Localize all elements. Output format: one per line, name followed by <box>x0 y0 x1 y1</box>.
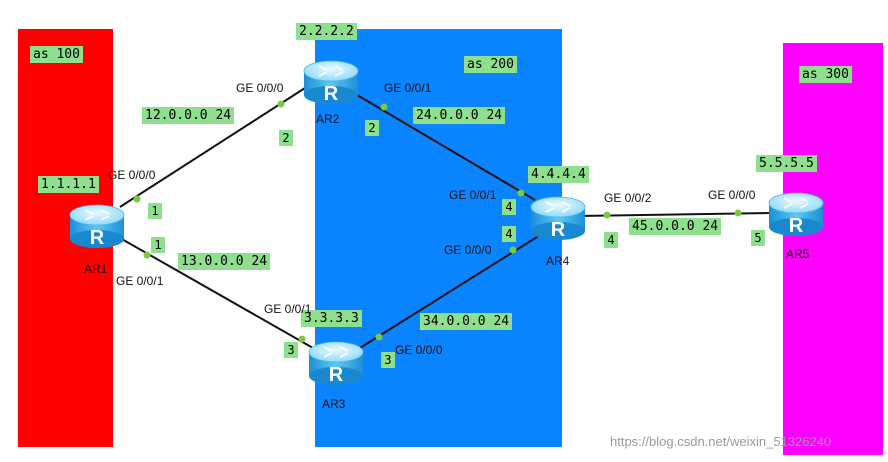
port-dot-ar2-ge001 <box>380 103 388 111</box>
router-ar3-loopback: 3.3.3.3 <box>301 310 362 327</box>
ar2-ge000-host-number: 2 <box>279 130 293 146</box>
router-ar2-letter: R <box>324 83 339 105</box>
link-ar1-ar2-subnet: 12.0.0.0 24 <box>142 107 235 124</box>
router-ar1-letter: R <box>90 227 105 249</box>
ar2-ge001-host-number: 2 <box>365 120 379 136</box>
ar5-ge000-host-number: 5 <box>751 230 765 246</box>
ar4-ge001-host-number: 4 <box>502 199 516 215</box>
router-ar5-letter: R <box>789 215 804 237</box>
port-dot-ar5-ge000 <box>734 209 742 217</box>
port-dot-ar4-ge000 <box>509 246 517 254</box>
port-dot-ar1-ge000 <box>133 195 141 203</box>
router-ar4-letter: R <box>551 219 566 241</box>
as300-region <box>783 43 883 455</box>
port-dot-ar4-ge001 <box>517 189 525 197</box>
router-ar4-name: AR4 <box>546 254 570 268</box>
link-ar1-ar2 <box>119 87 306 208</box>
router-ar5-loopback: 5.5.5.5 <box>756 155 817 172</box>
port-dot-ar3-ge000 <box>375 333 383 341</box>
ar4-ge002-host-number: 4 <box>604 232 618 248</box>
ar1-port-ge001-label: GE 0/0/1 <box>116 274 164 288</box>
router-ar5-name: AR5 <box>786 247 810 261</box>
ar2-port-ge000-label: GE 0/0/0 <box>236 81 284 95</box>
ar1-ge001-host-number: 1 <box>151 237 165 253</box>
link-ar1-ar3 <box>119 237 321 353</box>
ar3-ge000-host-number: 3 <box>381 352 395 368</box>
port-dot-ar1-ge001 <box>143 251 151 259</box>
router-ar1-loopback: 1.1.1.1 <box>38 176 99 193</box>
watermark-text: https://blog.csdn.net/weixin_51326240 <box>610 434 832 449</box>
ar4-port-ge001-label: GE 0/0/1 <box>449 188 497 202</box>
ar1-port-ge000-label: GE 0/0/0 <box>108 168 156 182</box>
link-ar1-ar3-subnet: 13.0.0.0 24 <box>178 253 271 270</box>
link-ar2-ar4-subnet: 24.0.0.0 24 <box>413 107 506 124</box>
ar3-port-ge001-label: GE 0/0/1 <box>264 302 312 316</box>
router-ar2-name: AR2 <box>316 112 340 126</box>
as200-label: as 200 <box>464 56 517 73</box>
ar5-port-ge000-label: GE 0/0/0 <box>708 188 756 202</box>
router-ar3-name: AR3 <box>322 397 346 411</box>
as300-label: as 300 <box>799 66 852 83</box>
router-ar4-loopback: 4.4.4.4 <box>528 166 589 183</box>
ar2-port-ge001-label: GE 0/0/1 <box>384 81 432 95</box>
ar4-port-ge002-label: GE 0/0/2 <box>604 191 652 205</box>
port-dot-ar3-ge001 <box>298 335 306 343</box>
router-ar1-name: AR1 <box>84 262 108 276</box>
as100-label: as 100 <box>30 46 83 63</box>
ar4-ge000-host-number: 4 <box>502 226 516 242</box>
router-ar3-letter: R <box>329 364 344 386</box>
ar3-ge001-host-number: 3 <box>284 342 298 358</box>
link-ar4-ar5-subnet: 45.0.0.0 24 <box>629 218 722 235</box>
ar1-ge000-host-number: 1 <box>148 203 162 219</box>
ar4-port-ge000-label: GE 0/0/0 <box>444 243 492 257</box>
port-dot-ar2-ge000 <box>277 100 285 108</box>
link-ar3-ar4-subnet: 34.0.0.0 24 <box>420 313 513 330</box>
port-dot-ar4-ge002 <box>603 211 611 219</box>
ar3-port-ge000-label: GE 0/0/0 <box>395 343 443 357</box>
router-ar2-loopback: 2.2.2.2 <box>296 23 357 40</box>
